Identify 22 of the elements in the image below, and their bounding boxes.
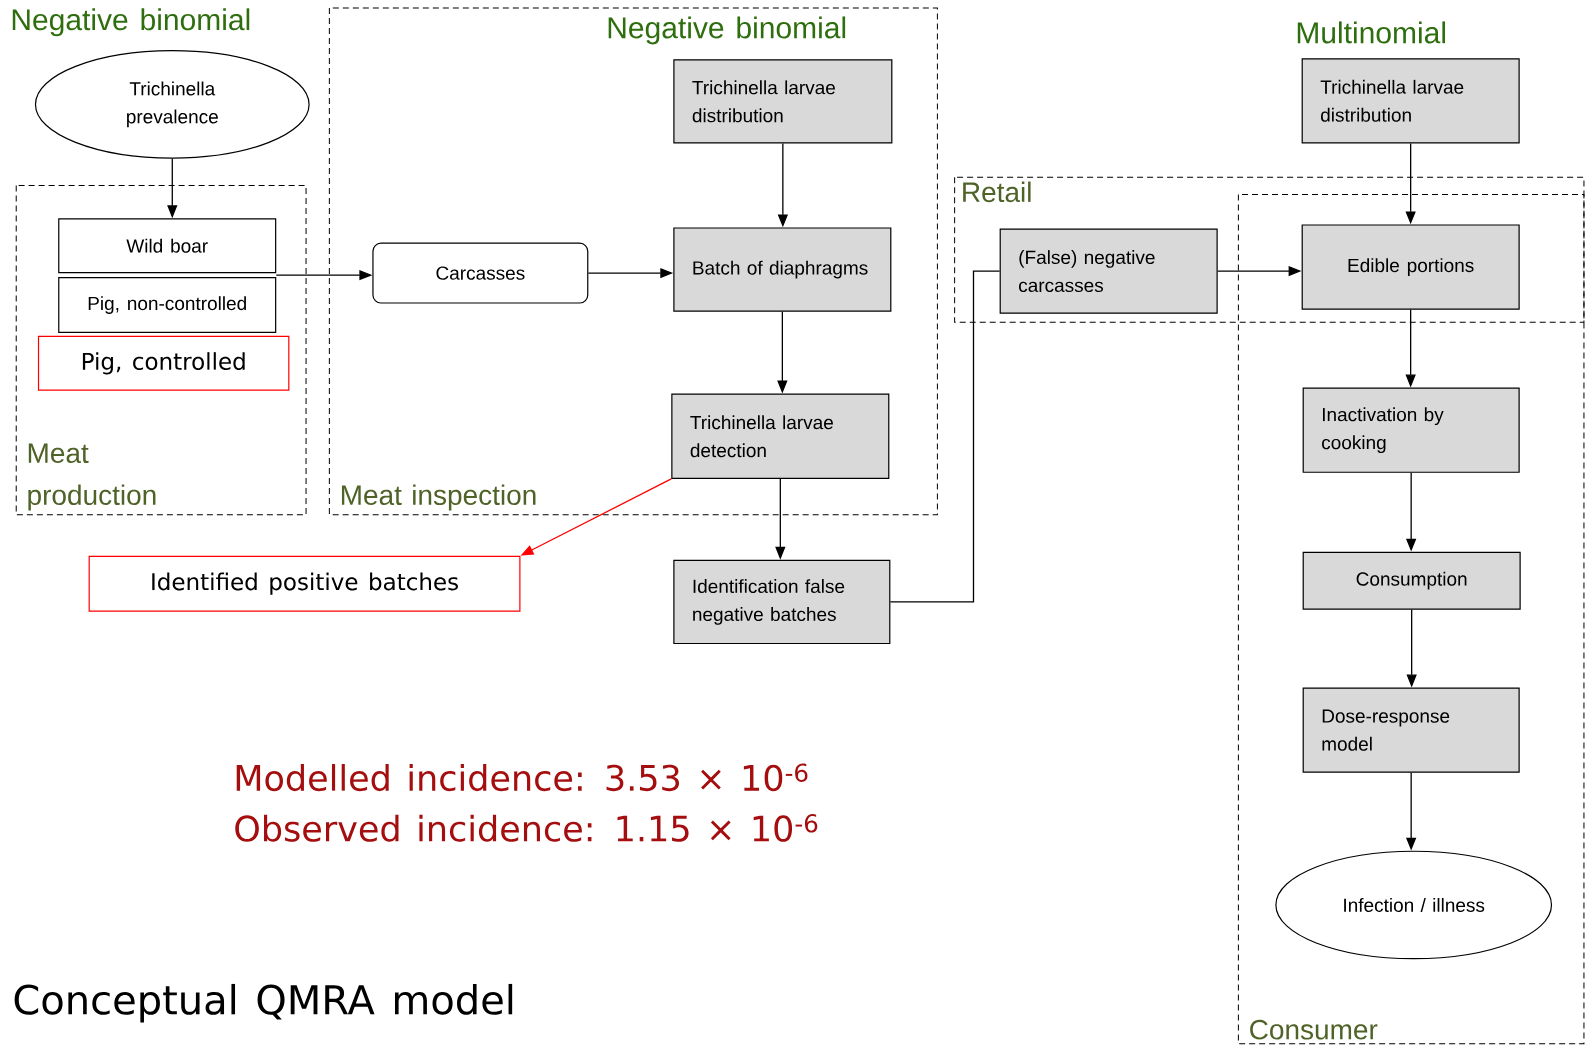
distribution-heading: Multinomial [1297, 21, 1445, 44]
process-box: Trichinella larvae distribution [1301, 58, 1520, 144]
title: Conceptual QMRA model [14, 984, 513, 1023]
process-box: Pig, non-controlled [58, 277, 277, 334]
distribution-heading: Negative binomial [12, 8, 250, 37]
rounded-box: Carcasses [372, 242, 589, 304]
process-box: Trichinella larvae distribution [673, 59, 893, 144]
process-box: Dose-response model [1302, 687, 1520, 773]
incidence-text: Modelled incidence: 3.53 × 10$^{-6}$ [236, 763, 808, 792]
distribution-heading: Negative binomial [608, 16, 846, 45]
highlighted-box: Pig, controlled [37, 335, 290, 391]
process-box: Consumption [1302, 551, 1521, 610]
connector-line [889, 270, 1001, 603]
process-box: Edible portions [1301, 224, 1520, 310]
process-box: Batch of diaphragms [673, 227, 892, 312]
process-box: Identification false negative batches [673, 559, 891, 645]
process-box: Wild boar [58, 218, 277, 274]
process-box: (False) negative carcasses [999, 228, 1218, 314]
process-box: Inactivation by cooking [1302, 387, 1520, 473]
highlighted-box: Identified positive batches [88, 555, 521, 612]
incidence-text: Observed incidence: 1.15 × 10$^{-6}$ [235, 814, 818, 842]
process-box: Trichinella larvae detection [671, 393, 890, 479]
